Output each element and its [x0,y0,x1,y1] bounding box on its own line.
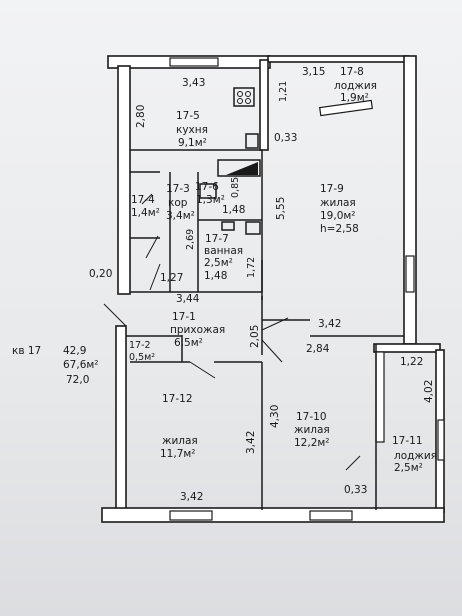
room-17-10-name: жилая [294,424,330,436]
room-17-8-name: лоджия [334,80,377,92]
room-labels: 17-8 лоджия 1,9м² 17-5 кухня 9,1м² 17-9 … [129,66,437,474]
dim-1-27: 1,27 [160,272,183,284]
dim-4-30: 4,30 [269,405,281,428]
dim-3-42-right: 3,42 [318,318,341,330]
room-17-9-area: 19,0м² [320,210,356,222]
room-17-10-area: 12,2м² [294,437,330,449]
room-17-10-id: 17-10 [296,411,327,423]
room-17-6-area: 1,3м² [196,194,225,206]
interior-walls [126,149,404,510]
dim-4-02: 4,02 [423,380,435,403]
dim-3-43: 3,43 [182,77,205,89]
room-17-2-area: 0,5м² [129,352,155,363]
room-17-2-id: 17-2 [129,340,151,351]
dim-1-48-top: 1,48 [222,204,245,216]
apartment-area-gross: 72,0 [66,374,89,386]
dim-2-84: 2,84 [306,343,330,355]
room-17-1-id: 17-1 [172,311,196,323]
room-17-5-id: 17-5 [176,110,200,122]
room-17-9-height: h=2,58 [320,223,359,235]
dim-3-42-mid: 3,42 [245,431,257,454]
dim-2-69: 2,69 [185,229,196,250]
room-17-9-id: 17-9 [320,183,344,195]
dim-1-22: 1,22 [400,356,423,368]
room-17-6-id: 17-6 [195,181,219,193]
outer-walls [101,55,445,523]
room-17-9-name: жилая [320,197,356,209]
room-17-8-id: 17-8 [340,66,364,78]
room-17-7-name: ванная [204,245,243,257]
dim-0-85: 0,85 [230,177,241,198]
room-17-12-name: жилая [162,435,198,447]
dim-2-80: 2,80 [135,105,147,128]
dim-2-05: 2,05 [249,325,261,348]
fixtures [199,87,261,235]
room-17-4-id: 17-4 [131,194,155,206]
dim-1-21: 1,21 [278,81,289,102]
dim-1-48-bottom: 1,48 [204,270,227,282]
room-17-7-id: 17-7 [205,233,229,245]
room-17-5-area: 9,1м² [178,137,207,149]
dim-5-55: 5,55 [275,197,287,220]
dim-0-20: 0,20 [89,268,112,280]
apartment-area-living: 67,6м² [63,359,99,371]
dim-3-15: 3,15 [302,66,325,78]
dim-3-42-bottom: 3,42 [180,491,203,503]
dim-1-72: 1,72 [246,257,257,278]
room-17-7-area: 2,5м² [204,257,233,269]
room-17-12-id: 17-12 [162,393,193,405]
dimension-labels: 3,43 3,15 1,21 2,80 0,33 0,85 5,55 1,48 … [89,66,435,503]
apartment-number: кв 17 [12,345,41,357]
room-17-3-name: кор [168,197,188,209]
room-17-11-name: лоджия [394,450,437,462]
room-17-1-name: прихожая [170,324,225,336]
windows [169,57,445,521]
room-17-5-name: кухня [176,124,208,136]
room-17-3-id: 17-3 [166,183,190,195]
apartment-area-total: 42,9 [63,345,86,357]
room-17-12-area: 11,7м² [160,448,196,460]
door-swings [103,193,361,471]
room-17-11-area: 2,5м² [394,462,423,474]
room-17-1-area: 6,5м² [174,337,203,349]
room-17-4-area: 1,4м² [131,207,160,219]
room-17-11-id: 17-11 [392,435,423,447]
dim-3-44: 3,44 [176,293,200,305]
room-17-3-area: 3,4м² [166,210,195,222]
dim-0-33-bottom: 0,33 [344,484,367,496]
apartment-summary: кв 17 42,9 67,6м² 72,0 [12,345,99,386]
room-17-8-area: 1,9м² [340,92,369,104]
dim-0-33-top: 0,33 [274,132,297,144]
